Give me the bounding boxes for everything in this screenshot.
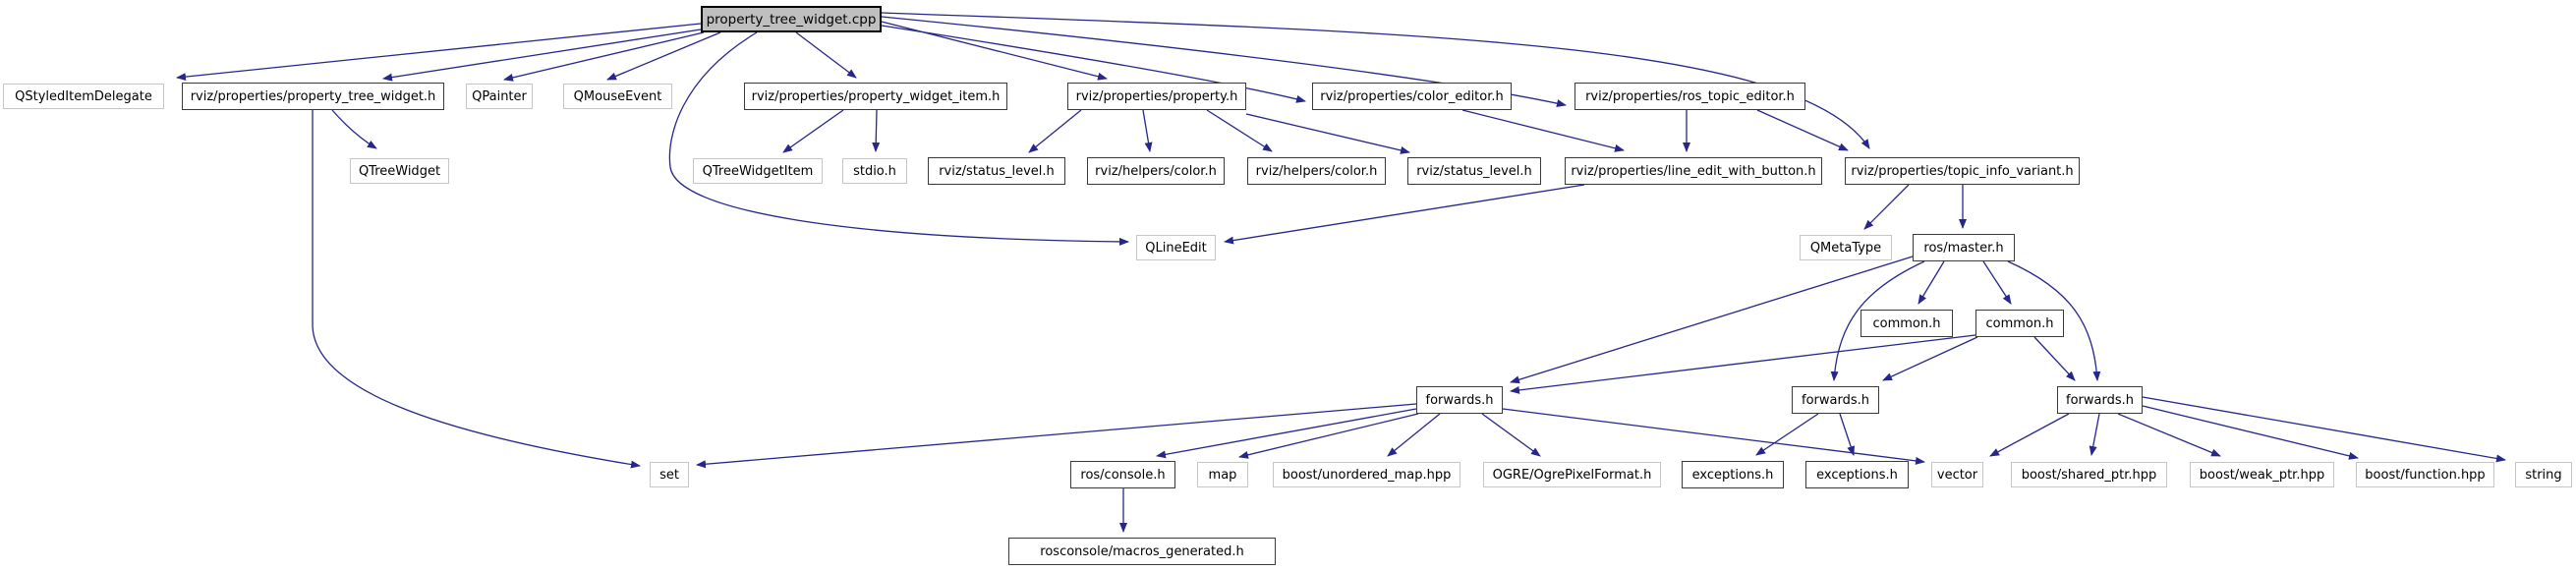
edge-prop-helpers-color-1: [1142, 109, 1153, 152]
edge-forwardsm-exceptions-1: [1755, 413, 1819, 456]
graph-node-common-h-1[interactable]: common.h: [1860, 310, 1953, 337]
graph-node-qstyleditemdelegate: QStyledItemDelegate: [3, 84, 164, 109]
graph-node-ros-master-h[interactable]: ros/master.h: [1913, 234, 2015, 261]
graph-node-property-widget-item-h[interactable]: rviz/properties/property_widget_item.h: [744, 83, 1007, 110]
edge-forwardsl-map: [1238, 413, 1419, 459]
graph-node-boost-shared-ptr: boost/shared_ptr.hpp: [2011, 462, 2167, 487]
edge-master-common-1: [1918, 260, 1945, 305]
edge-cpp-property-h: [881, 21, 1108, 81]
edge-master-forwards-r: [2007, 260, 2101, 381]
edge-lewb-qlineedit: [1224, 184, 1585, 245]
graph-node-topic-info-variant-h[interactable]: rviz/properties/topic_info_variant.h: [1845, 157, 2080, 185]
graph-node-line-edit-with-button-h[interactable]: rviz/properties/line_edit_with_button.h: [1565, 157, 1822, 185]
edge-cpp-topic-info-variant-h: [881, 12, 1870, 149]
edge-master-forwards-l: [1510, 256, 1914, 384]
graph-node-forwards-h-left[interactable]: forwards.h: [1416, 386, 1503, 414]
graph-node-property-h[interactable]: rviz/properties/property.h: [1067, 83, 1246, 110]
edge-forwardsl-set: [696, 403, 1417, 469]
graph-node-property-tree-widget-cpp: property_tree_widget.cpp: [701, 6, 882, 32]
graph-node-helpers-color-h-1[interactable]: rviz/helpers/color.h: [1087, 157, 1225, 185]
graph-node-forwards-h-middle[interactable]: forwards.h: [1792, 386, 1879, 414]
graph-node-qtreewidget: QTreeWidget: [350, 158, 449, 184]
graph-node-qpainter: QPainter: [466, 84, 533, 109]
edge-common2-forwards-l: [1510, 334, 1976, 394]
edge-tiv-qmetatype: [1863, 184, 1910, 230]
graph-node-status-level-h-2[interactable]: rviz/status_level.h: [1407, 157, 1541, 185]
edge-forwardsl-vector: [1502, 408, 1925, 465]
edge-cpp-qstyleditemdelegate: [176, 23, 702, 82]
edge-forwardsr-string: [2142, 396, 2506, 463]
edge-master-forwards-m: [1830, 260, 1925, 381]
graph-node-common-h-2[interactable]: common.h: [1975, 310, 2064, 337]
graph-node-ros-topic-editor-h[interactable]: rviz/properties/ros_topic_editor.h: [1574, 83, 1805, 110]
edge-cpp-property-tree-widget-h: [382, 29, 702, 82]
graph-node-property-tree-widget-h[interactable]: rviz/properties/property_tree_widget.h: [182, 83, 444, 110]
graph-node-boost-function: boost/function.hpp: [2356, 462, 2494, 487]
graph-node-status-level-h-1[interactable]: rviz/status_level.h: [928, 157, 1065, 185]
edge-master-common-2: [1982, 260, 2012, 305]
graph-node-map: map: [1197, 462, 1248, 487]
graph-node-qmetatype: QMetaType: [1800, 235, 1892, 260]
edge-forwardsl-ogre: [1481, 413, 1541, 457]
edge-prop-status-level-2: [1245, 113, 1410, 154]
edge-ptwh-set: [312, 110, 641, 469]
graph-node-string: string: [2515, 462, 2572, 487]
edge-prop-helpers-color-2: [1206, 109, 1273, 152]
graph-node-stdio-h: stdio.h: [842, 158, 907, 184]
graph-node-forwards-h-right[interactable]: forwards.h: [2057, 386, 2143, 414]
graph-node-qmouseevent: QMouseEvent: [563, 84, 672, 109]
edge-pwi-stdio: [872, 109, 881, 152]
graph-node-exceptions-h-1[interactable]: exceptions.h: [1682, 461, 1784, 488]
edge-cpp-qpainter: [503, 31, 705, 82]
edge-forwardsr-vector: [1989, 413, 2070, 457]
edge-forwardsl-unordered-map: [1387, 413, 1441, 457]
edge-common2-forwards-r: [2033, 336, 2076, 381]
edge-cpp-color-editor-h: [881, 25, 1306, 103]
edge-rte-topic-info-variant: [1756, 109, 1849, 151]
edge-forwardsr-weak-ptr: [2117, 413, 2221, 457]
edge-common2-forwards-m: [1882, 336, 1978, 381]
edge-cpp-qlineedit: [668, 31, 1129, 246]
graph-node-ogre-pixelformat: OGRE/OgrePixelFormat.h: [1483, 462, 1661, 487]
edge-cpp-property-widget-item-h: [795, 31, 857, 79]
edge-forwardsm-exceptions-2: [1839, 413, 1855, 456]
edge-forwardsr-function: [2142, 405, 2359, 460]
graph-node-boost-unordered-map: boost/unordered_map.hpp: [1273, 462, 1460, 487]
edge-forwardsr-shared-ptr: [2089, 413, 2100, 456]
graph-node-helpers-color-h-2[interactable]: rviz/helpers/color.h: [1247, 157, 1386, 185]
graph-node-qtreewidgetitem: QTreeWidgetItem: [693, 158, 823, 184]
edge-forwardsl-console: [1156, 408, 1417, 459]
graph-node-rosconsole-macros-generated-h[interactable]: rosconsole/macros_generated.h: [1008, 538, 1276, 565]
graph-node-vector: vector: [1931, 462, 1983, 487]
edge-cpp-qmouseevent: [606, 31, 721, 81]
edge-ptwh-qtreewidget: [331, 109, 377, 149]
graph-node-set: set: [650, 462, 689, 487]
graph-node-qlineedit: QLineEdit: [1136, 235, 1216, 260]
graph-node-ros-console-h[interactable]: ros/console.h: [1070, 461, 1175, 488]
edge-ce-line-edit-with-button: [1461, 109, 1625, 152]
graph-node-boost-weak-ptr: boost/weak_ptr.hpp: [2190, 462, 2334, 487]
edge-prop-status-level-1: [1028, 109, 1082, 153]
graph-node-exceptions-h-2[interactable]: exceptions.h: [1805, 461, 1909, 488]
edge-pwi-qtreewidgetitem: [782, 109, 844, 153]
graph-node-color-editor-h[interactable]: rviz/properties/color_editor.h: [1312, 83, 1512, 110]
